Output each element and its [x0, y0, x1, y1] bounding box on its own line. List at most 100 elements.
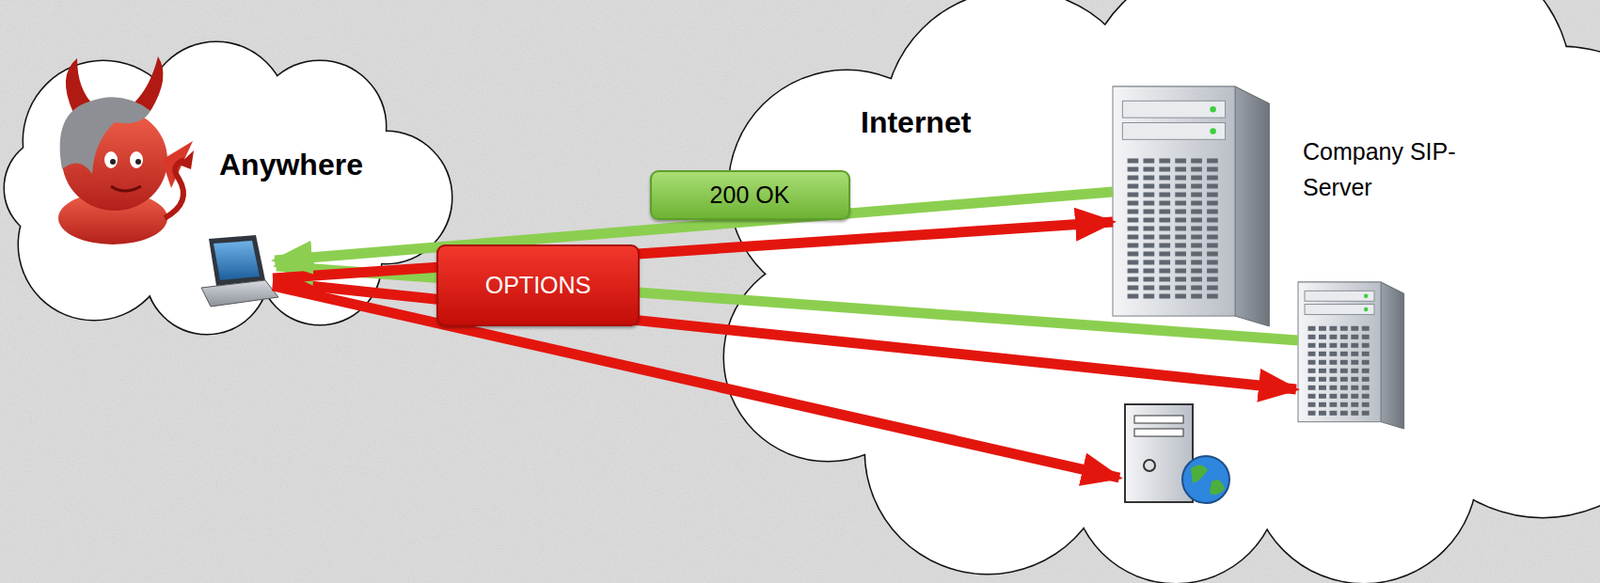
server-front [1112, 86, 1236, 317]
pc-case [1124, 404, 1193, 503]
vent-slot [1206, 260, 1219, 266]
pc-drive [1134, 428, 1184, 437]
vent-slot [1190, 201, 1203, 206]
vent-slot [1318, 351, 1327, 357]
vent-slot [1127, 184, 1140, 190]
vent-slot [1206, 269, 1219, 274]
vent-slot [1127, 218, 1140, 223]
vent-slot [1174, 226, 1187, 232]
laptop-icon [201, 235, 279, 307]
web-server-icon [1124, 404, 1230, 504]
vent-slot [1350, 385, 1359, 391]
vent-slot [1206, 192, 1219, 198]
vent-slot [1318, 343, 1327, 349]
vent-slot [1206, 218, 1219, 223]
vent-slot [1350, 368, 1359, 374]
vent-slot [1158, 235, 1171, 240]
vent-slot [1329, 377, 1337, 382]
vent-slot [1362, 402, 1370, 408]
vent-slot [1329, 334, 1337, 340]
vent-slot [1190, 167, 1203, 173]
vent-slot [1318, 377, 1327, 382]
vent-slot [1143, 192, 1156, 198]
vent-slot [1340, 343, 1348, 349]
region-label: Anywhere [219, 147, 364, 183]
vent-slot [1158, 201, 1171, 206]
vent-slot [1190, 184, 1203, 190]
status-led [1363, 294, 1368, 299]
vent-slot [1340, 351, 1348, 357]
vent-slot [1127, 260, 1140, 266]
vent-slot [1190, 243, 1203, 249]
drive-bay [1122, 123, 1225, 141]
vent-slot [1308, 411, 1316, 416]
vent-slot [1206, 184, 1219, 190]
vent-slot [1329, 385, 1337, 391]
vent-slot [1308, 334, 1316, 340]
vent-slot [1174, 218, 1187, 223]
cloud-edge [1222, 94, 1600, 471]
vent-slot [1340, 334, 1348, 340]
vent-slot [1174, 294, 1187, 300]
vent-slot [1190, 260, 1203, 266]
vent-slot [1362, 368, 1370, 374]
vent-slot [1340, 394, 1348, 399]
vent-slot [1318, 411, 1327, 416]
vent-slot [1127, 209, 1140, 215]
vent-slot [1158, 243, 1171, 249]
vent-slot [1190, 175, 1203, 181]
vent-slot [1350, 351, 1359, 357]
vent-slot [1143, 218, 1156, 223]
vent-slot [1329, 351, 1337, 357]
vent-slot [1174, 252, 1187, 257]
devil-eye [129, 151, 143, 169]
globe-land [1190, 464, 1225, 495]
vent-slot [1318, 385, 1327, 391]
vent-slot [1362, 343, 1370, 349]
vent-slot [1190, 158, 1203, 164]
cloud-fill [1222, 94, 1600, 471]
vent-slot [1308, 326, 1316, 332]
devil-tail-tip [178, 150, 194, 170]
vent-slot [1158, 294, 1171, 300]
vent-slot [1190, 218, 1203, 223]
vent-slot [1206, 201, 1219, 206]
vent-slot [1350, 326, 1359, 332]
globe [1182, 456, 1230, 504]
vent-slot [1127, 285, 1140, 291]
laptop-lid [208, 235, 266, 286]
vent-slot [1206, 158, 1219, 164]
region-label: Internet [860, 105, 971, 141]
vent-slot [1308, 351, 1316, 357]
vent-slot [1362, 411, 1370, 416]
drive-bay [1304, 290, 1375, 301]
vent-slot [1362, 334, 1370, 340]
drive-bay [1122, 100, 1225, 118]
pc-drive [1134, 415, 1184, 424]
vent-slot [1158, 167, 1171, 173]
vent-slot [1206, 226, 1219, 232]
vent-slot [1158, 192, 1171, 198]
vent-slot [1340, 411, 1348, 416]
vent-slot [1174, 192, 1187, 198]
vent-slot [1143, 269, 1156, 274]
vent-slot [1206, 252, 1219, 257]
laptop-base [201, 280, 279, 307]
devil-tail [164, 159, 185, 219]
vent-slot [1350, 411, 1359, 416]
vent-slot [1206, 277, 1219, 283]
vent-slot [1206, 285, 1219, 291]
vent-slot [1350, 334, 1359, 340]
vent-slot [1362, 377, 1370, 382]
vent-slot [1174, 243, 1187, 249]
vent-slot [1158, 285, 1171, 291]
vent-slot [1127, 158, 1140, 164]
vent-slot [1206, 209, 1219, 215]
vent-slot [1190, 252, 1203, 257]
vent-slot [1190, 235, 1203, 240]
vent-slot [1174, 235, 1187, 240]
server-label: Company SIP-Server [1302, 133, 1463, 206]
